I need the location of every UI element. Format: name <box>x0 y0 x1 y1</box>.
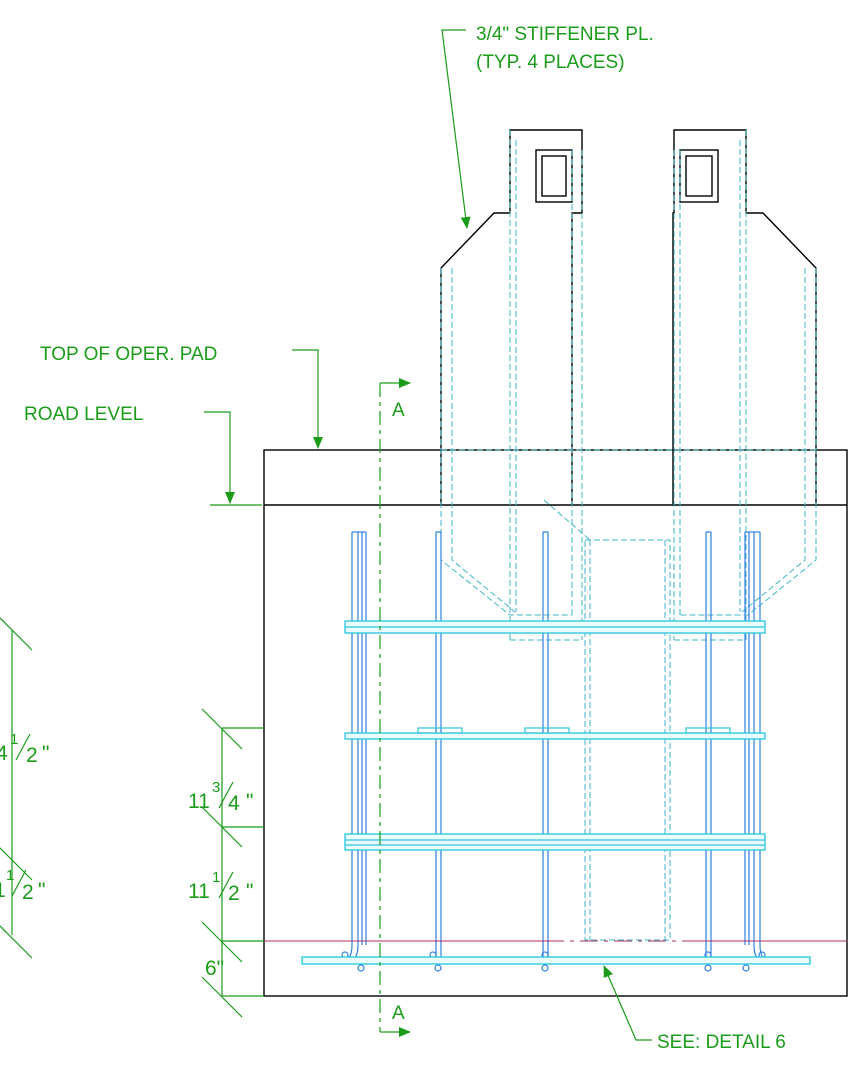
svg-text:4: 4 <box>0 742 8 765</box>
svg-text:11: 11 <box>188 880 210 903</box>
road-level-label: ROAD LEVEL <box>24 404 143 425</box>
section-cut-a <box>379 378 411 1037</box>
leader-stiffener <box>441 29 471 229</box>
dimension-line-right <box>201 708 264 1018</box>
svg-text:4: 4 <box>228 792 240 815</box>
concrete-outline <box>263 449 848 997</box>
svg-text:": " <box>42 742 49 765</box>
svg-text:1: 1 <box>10 731 18 748</box>
dim-11-1-2: 11 1 2 " <box>188 869 253 905</box>
top-of-pad-label: TOP OF OPER. PAD <box>40 344 217 365</box>
leader-see-detail <box>603 965 652 1041</box>
svg-text:2: 2 <box>228 882 240 905</box>
stiffener-note-line2: (TYP. 4 PLACES) <box>476 52 625 73</box>
leader-top-of-pad <box>292 349 323 449</box>
svg-text:2: 2 <box>22 881 34 904</box>
svg-text:1: 1 <box>6 867 14 884</box>
dim-11-3-4: 11 3 4 " <box>188 779 253 815</box>
leader-road-level <box>204 411 235 504</box>
svg-text:": " <box>246 790 253 813</box>
hidden-stiffeners <box>440 130 817 941</box>
stiffener-note-line1: 3/4" STIFFENER PL. <box>476 24 654 45</box>
see-detail-label: SEE: DETAIL 6 <box>657 1032 786 1053</box>
horizontal-rebar <box>301 620 811 965</box>
svg-text:11: 11 <box>188 790 210 813</box>
svg-text:3: 3 <box>212 779 220 796</box>
section-label-top: A <box>392 400 405 421</box>
svg-text:2: 2 <box>26 744 38 767</box>
svg-text:1: 1 <box>212 869 220 886</box>
section-label-bottom: A <box>392 1003 405 1024</box>
right-post <box>672 129 817 505</box>
svg-text:": " <box>38 879 45 902</box>
dim-left-4-1-2: 4 1 2 " <box>0 731 49 767</box>
svg-text:": " <box>246 880 253 903</box>
vertical-rebar <box>339 531 773 972</box>
dim-left-1-1-2: 1 1 2 " <box>0 867 45 904</box>
dimension-line-left <box>0 617 33 959</box>
dim-6: 6" <box>205 957 224 980</box>
svg-text:1: 1 <box>0 879 6 902</box>
